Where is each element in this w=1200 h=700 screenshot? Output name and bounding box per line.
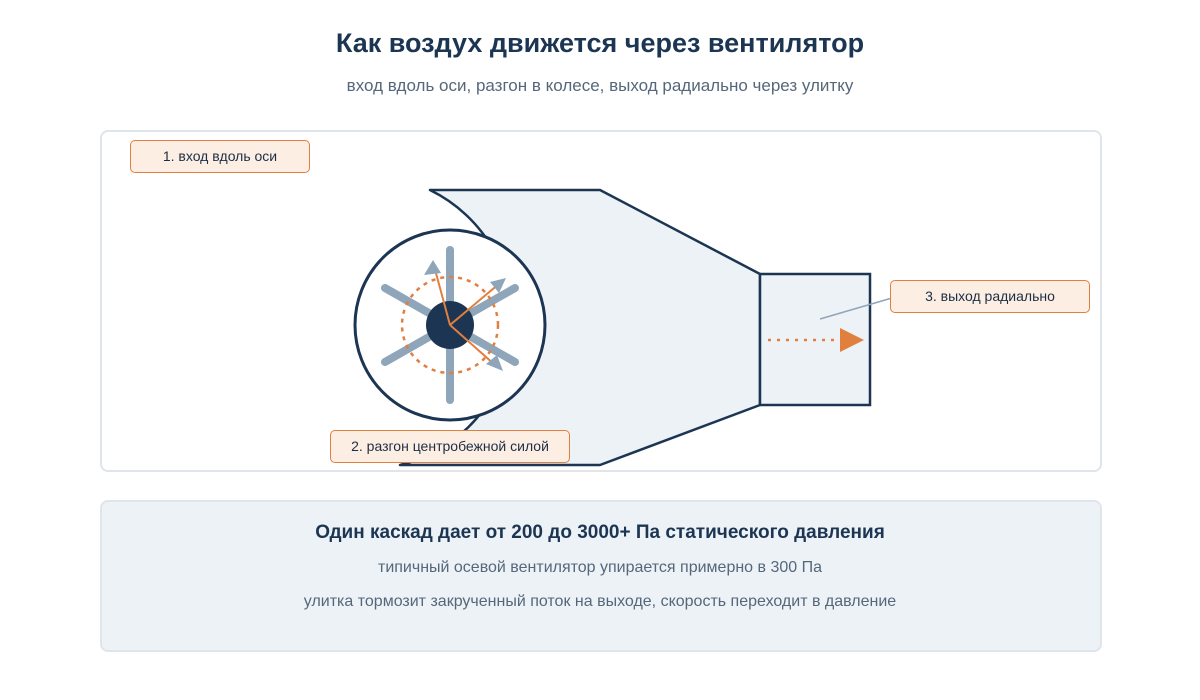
info-line-2: улитка тормозит закрученный поток на вых… [303, 593, 897, 610]
flow-arrowheads [424, 260, 506, 371]
outlet-leader-line [819, 297, 893, 320]
info-headline: Один каскад дает от 200 до 3000+ Па стат… [315, 522, 885, 543]
outlet-flow-arrow [840, 328, 864, 352]
info-line-1: типичный осевой вентилятор упирается при… [377, 559, 822, 576]
page-subtitle: вход вдоль оси, разгон в колесе, выход р… [346, 76, 854, 95]
info-panel [100, 500, 1102, 652]
page-title: Как воздух движется через вентилятор [335, 28, 865, 58]
callout-inlet: 1. вход вдоль оси [130, 140, 310, 173]
flow-circle [400, 275, 500, 375]
callout-acceleration: 2. разгон центробежной силой [330, 430, 570, 463]
callout-outlet: 3. выход радиально [890, 280, 1090, 313]
